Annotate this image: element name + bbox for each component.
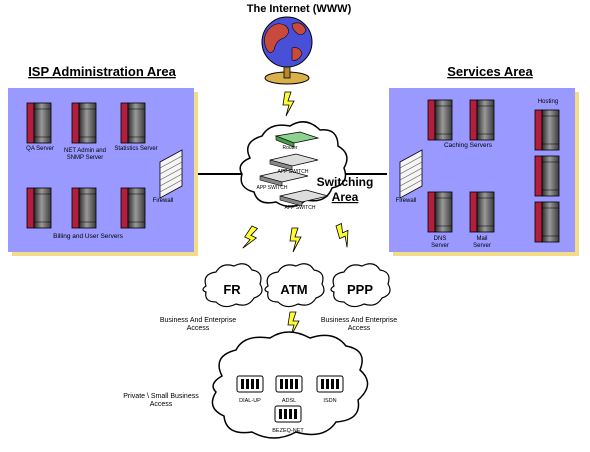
services-heading: Services Area	[447, 64, 533, 79]
services-firewall-label: Firewall	[396, 198, 417, 204]
firewall-icon	[399, 149, 423, 199]
isdn-label: ISDN	[323, 398, 336, 404]
app-switch-icon	[279, 189, 329, 207]
business-access-left-2: Access	[187, 325, 210, 332]
fr-cloud	[202, 263, 263, 308]
qa-server-icon	[26, 102, 52, 144]
mail-server-label: Server	[473, 243, 491, 249]
link-bolt-icon	[289, 227, 302, 253]
app-switch-label: APP SWITCH	[256, 185, 287, 191]
dns-label: DNS	[434, 236, 447, 242]
private-access-label-2: Access	[150, 401, 173, 408]
mail-label: Mail	[476, 236, 487, 242]
app-switch-label: APP SWITCH	[277, 169, 308, 175]
bezeq-net-modem-icon	[274, 405, 302, 423]
router-icon	[274, 131, 320, 148]
switching-area-label: Area	[332, 190, 359, 204]
qa-server-label: QA Server	[26, 146, 54, 152]
app-switch-icon	[269, 153, 319, 171]
statistics-server-label: Statistics Server	[114, 146, 157, 152]
switching-label: Switching	[317, 175, 374, 189]
firewall-icon	[159, 149, 183, 199]
link-bolt-icon	[333, 221, 355, 249]
hosting-server-icon	[534, 155, 560, 197]
internet-title: The Internet (WWW)	[247, 3, 352, 15]
caching-server-icon	[427, 99, 453, 141]
dns-server-icon	[427, 191, 453, 233]
app-switch-icon	[259, 169, 309, 187]
business-access-left: Business And Enterprise	[160, 317, 236, 324]
billing-server-icon	[71, 187, 97, 229]
dns-server-label: Server	[431, 243, 449, 249]
net-admin-server-icon	[71, 102, 97, 144]
user-server-icon	[120, 187, 146, 229]
link-bolt-icon	[282, 91, 295, 117]
hosting-server-icon	[534, 201, 560, 243]
adsl-modem-icon	[275, 375, 303, 393]
caching-server-icon	[469, 99, 495, 141]
hosting-label: Hosting	[538, 99, 558, 105]
statistics-server-icon	[120, 102, 146, 144]
ppp-cloud	[330, 263, 391, 308]
isp-firewall-label: Firewall	[153, 198, 174, 204]
hosting-server-icon	[534, 109, 560, 151]
link-bolt-icon	[239, 224, 261, 252]
app-switch-label: APP SWITCH	[284, 205, 315, 211]
bezeq-net-label: BEZEQ-NET	[272, 428, 304, 434]
mail-server-icon	[469, 191, 495, 233]
isp-heading: ISP Administration Area	[28, 64, 176, 79]
business-access-right-2: Access	[348, 325, 371, 332]
net-admin-label: NET Admin and	[64, 148, 106, 154]
ppp-label: PPP	[347, 282, 373, 297]
atm-label: ATM	[280, 282, 307, 297]
snmp-server-label: SNMP Server	[67, 155, 104, 161]
billing-label: Billing and User Servers	[53, 233, 123, 240]
adsl-label: ADSL	[282, 398, 296, 404]
fr-label: FR	[223, 282, 241, 297]
internet-globe-icon	[261, 16, 313, 85]
dialup-modem-icon	[236, 375, 264, 393]
atm-cloud	[264, 263, 325, 308]
isdn-modem-icon	[316, 375, 344, 393]
router-label: Router	[282, 145, 297, 151]
private-access-label: Private \ Small Business	[123, 393, 199, 400]
billing-server-icon	[26, 187, 52, 229]
caching-label: Caching Servers	[444, 142, 493, 149]
dialup-label: DIAL-UP	[239, 398, 261, 404]
business-access-right: Business And Enterprise	[321, 317, 397, 324]
